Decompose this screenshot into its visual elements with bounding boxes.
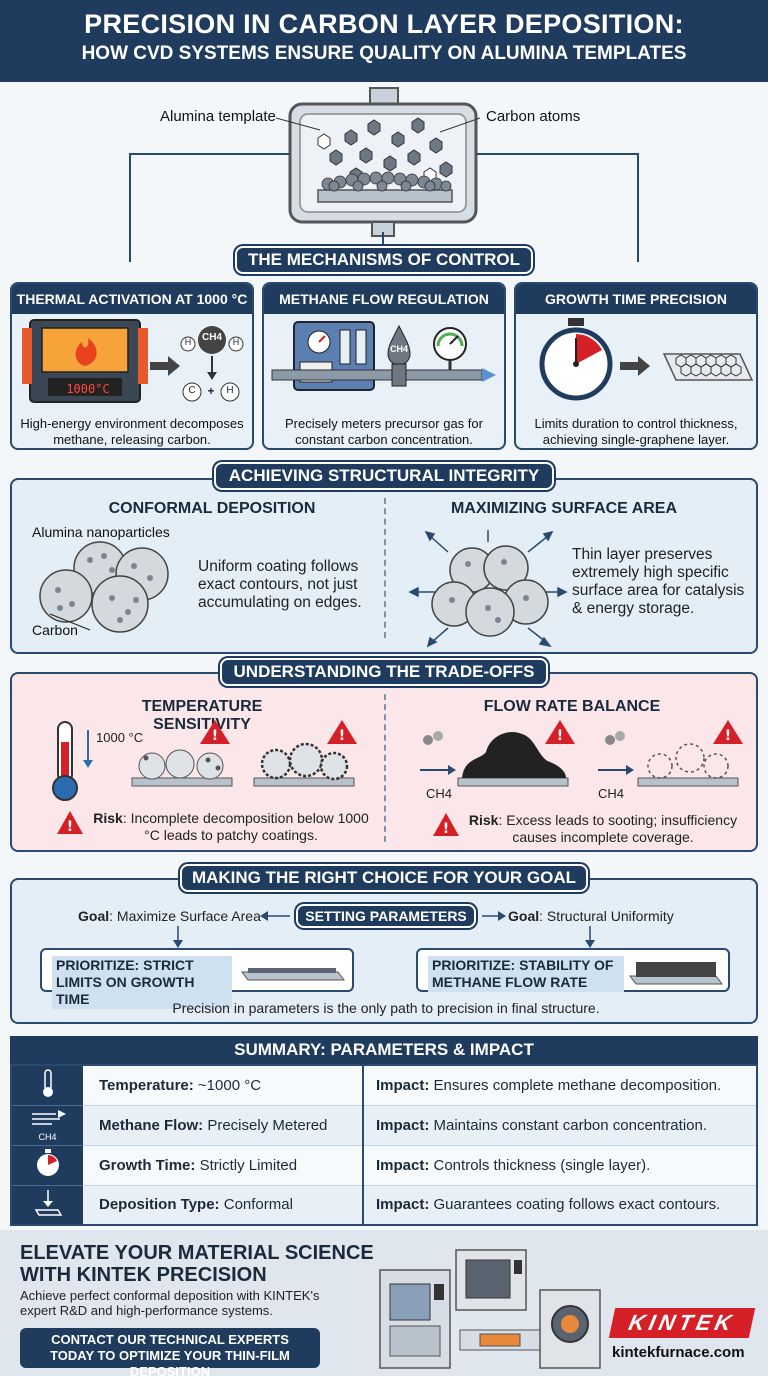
warning-icon: ! bbox=[433, 813, 459, 837]
carbon-product-label: C bbox=[188, 385, 196, 396]
param-cell: Methane Flow: Precisely Metered bbox=[83, 1105, 364, 1146]
chamber-illustration bbox=[129, 87, 639, 270]
svg-text:!: ! bbox=[212, 728, 218, 744]
impact-cell: Impact: Guarantees coating follows exact… bbox=[363, 1185, 757, 1226]
alumina-template-label: Alumina template bbox=[160, 108, 276, 125]
deposition-icon bbox=[11, 1185, 83, 1226]
tradeoffs-panel: TEMPERATURE SENSITIVITY ! ! 1000 °C ! Ri… bbox=[10, 672, 758, 852]
table-row: Deposition Type: Conformal Impact: Guara… bbox=[11, 1185, 757, 1226]
expanded-surface-illustration bbox=[408, 530, 568, 648]
ch4-inlet-label-2: CH4 bbox=[598, 786, 625, 801]
goal-connector-arrows bbox=[173, 911, 595, 948]
surface-area-title: MAXIMIZING SURFACE AREA bbox=[450, 500, 678, 517]
furnace-icon bbox=[22, 319, 244, 403]
param-cell: Temperature: ~1000 °C bbox=[83, 1065, 364, 1106]
contact-experts-button[interactable]: CONTACT OUR TECHNICAL EXPERTS TODAY TO O… bbox=[20, 1328, 320, 1376]
setting-parameters-badge: SETTING PARAMETERS bbox=[296, 904, 476, 928]
conformal-deposition-text: Uniform coating follows exact contours, … bbox=[198, 558, 362, 611]
svg-text:!: ! bbox=[67, 819, 73, 835]
flow-icon-label: CH4 bbox=[38, 1132, 57, 1142]
carbon-atoms-label: Carbon atoms bbox=[486, 108, 581, 125]
temperature-label: 1000 °C bbox=[96, 730, 144, 745]
alumina-nanoparticles-label: Alumina nanoparticles bbox=[32, 524, 170, 540]
summary-table: SUMMARY: PARAMETERS & IMPACT Temperature… bbox=[10, 1036, 758, 1226]
choice-footer-text: Precision in parameters is the only path… bbox=[172, 1000, 600, 1016]
furnace-display: 1000°C bbox=[66, 382, 110, 396]
card-title: THERMAL ACTIVATION AT 1000 °C bbox=[12, 284, 252, 314]
svg-text:!: ! bbox=[557, 728, 563, 744]
flow-rate-risk-text: Risk: Excess leads to sooting; insuffici… bbox=[468, 812, 738, 845]
thin-layer-icon bbox=[241, 968, 345, 981]
uniform-layer-icon bbox=[629, 962, 723, 985]
stopwatch-icon bbox=[11, 1145, 83, 1186]
prioritize-growth-time-card: PRIORITIZE: STRICT LIMITS ON GROWTH TIME bbox=[40, 948, 354, 1009]
surface-area-text: Thin layer preserves extremely high spec… bbox=[572, 546, 745, 617]
structural-integrity-panel: CONFORMAL DEPOSITION Alumina nanoparticl… bbox=[10, 478, 758, 654]
card-description: Precisely meters precursor gas for const… bbox=[285, 416, 483, 447]
plus-sign: + bbox=[207, 384, 215, 398]
mechanisms-heading: THE MECHANISMS OF CONTROL bbox=[235, 246, 533, 274]
goal-right: Goal: Structural Uniformity bbox=[508, 908, 674, 924]
temperature-sensitivity-title: TEMPERATURE SENSITIVITY bbox=[141, 698, 263, 733]
flow-controller-icon bbox=[271, 321, 496, 391]
footer-description: Achieve perfect conformal deposition wit… bbox=[20, 1288, 320, 1318]
page-header: PRECISION IN CARBON LAYER DEPOSITION: HO… bbox=[0, 0, 768, 82]
integrity-heading: ACHIEVING STRUCTURAL INTEGRITY bbox=[214, 462, 554, 490]
page-subtitle: HOW CVD SYSTEMS ENSURE QUALITY ON ALUMIN… bbox=[81, 43, 687, 64]
equipment-illustration bbox=[379, 1249, 601, 1369]
section-divider bbox=[384, 498, 386, 638]
ch4-inlet-label-1: CH4 bbox=[426, 786, 453, 801]
table-row: Temperature: ~1000 °C Impact: Ensures co… bbox=[11, 1065, 757, 1106]
card-title: GROWTH TIME PRECISION bbox=[516, 284, 756, 314]
section-divider bbox=[384, 694, 386, 842]
table-row: CH4 Methane Flow: Precisely Metered Impa… bbox=[11, 1105, 757, 1146]
footer-banner: ELEVATE YOUR MATERIAL SCIENCE WITH KINTE… bbox=[0, 1230, 768, 1376]
cvd-chamber-diagram: Alumina template Carbon atoms bbox=[0, 82, 768, 270]
card-description: Limits duration to control thickness, ac… bbox=[534, 416, 738, 447]
card-growth-time: GROWTH TIME PRECISION Limits duration to… bbox=[514, 282, 758, 450]
hydrogen-label-right: H bbox=[232, 337, 240, 347]
temperature-risk-text: Risk: Incomplete decomposition below 100… bbox=[93, 810, 369, 843]
footer-heading: ELEVATE YOUR MATERIAL SCIENCE WITH KINTE… bbox=[20, 1242, 374, 1286]
hydrogen-product-label: H bbox=[226, 385, 234, 396]
warning-icon: ! bbox=[57, 811, 83, 835]
carbon-label: Carbon bbox=[32, 622, 78, 638]
flow-icon: CH4 bbox=[11, 1105, 83, 1146]
tradeoffs-heading: UNDERSTANDING THE TRADE-OFFS bbox=[220, 658, 548, 686]
hydrogen-label-left: H bbox=[184, 337, 192, 347]
svg-text:!: ! bbox=[339, 728, 345, 744]
choice-heading: MAKING THE RIGHT CHOICE FOR YOUR GOAL bbox=[180, 864, 588, 892]
impact-cell: Impact: Controls thickness (single layer… bbox=[363, 1145, 757, 1186]
temperature-illustration: ! ! bbox=[52, 720, 357, 801]
impact-cell: Impact: Maintains constant carbon concen… bbox=[363, 1105, 757, 1146]
svg-text:!: ! bbox=[443, 821, 449, 837]
goal-choice-panel: Goal: Maximize Surface Area SETTING PARA… bbox=[10, 878, 758, 1024]
website-link[interactable]: kintekfurnace.com bbox=[612, 1344, 745, 1361]
summary-title: SUMMARY: PARAMETERS & IMPACT bbox=[10, 1036, 758, 1064]
card-description: High-energy environment decomposes metha… bbox=[20, 416, 244, 447]
coated-particles-illustration bbox=[39, 541, 169, 633]
goal-left: Goal: Maximize Surface Area bbox=[78, 908, 261, 924]
card-title: METHANE FLOW REGULATION bbox=[264, 284, 504, 314]
prioritize-flow-stability-text: PRIORITIZE: STABILITY OF METHANE FLOW RA… bbox=[428, 956, 624, 992]
card-methane-flow: METHANE FLOW REGULATION CH4 Precisely me… bbox=[262, 282, 506, 450]
prioritize-growth-time-text: PRIORITIZE: STRICT LIMITS ON GROWTH TIME bbox=[52, 956, 232, 1009]
ch4-droplet-label: CH4 bbox=[389, 344, 408, 354]
param-cell: Deposition Type: Conformal bbox=[83, 1185, 364, 1226]
flow-rate-balance-title: FLOW RATE BALANCE bbox=[483, 698, 661, 715]
page-title: PRECISION IN CARBON LAYER DEPOSITION: bbox=[84, 9, 684, 39]
table-row: Growth Time: Strictly Limited Impact: Co… bbox=[11, 1145, 757, 1186]
ch4-molecule-label: CH4 bbox=[202, 332, 223, 343]
card-thermal-activation: THERMAL ACTIVATION AT 1000 °C 1000°C CH4… bbox=[10, 282, 254, 450]
impact-cell: Impact: Ensures complete methane decompo… bbox=[363, 1065, 757, 1106]
prioritize-flow-stability-card: PRIORITIZE: STABILITY OF METHANE FLOW RA… bbox=[416, 948, 730, 992]
param-cell: Growth Time: Strictly Limited bbox=[83, 1145, 364, 1186]
stopwatch-icon bbox=[539, 318, 754, 401]
flow-rate-illustration: ! ! bbox=[420, 720, 743, 787]
conformal-deposition-title: CONFORMAL DEPOSITION bbox=[108, 500, 316, 517]
thermometer-icon bbox=[11, 1065, 83, 1106]
kintek-logo[interactable]: KINTEK bbox=[608, 1308, 756, 1338]
svg-text:!: ! bbox=[725, 728, 731, 744]
